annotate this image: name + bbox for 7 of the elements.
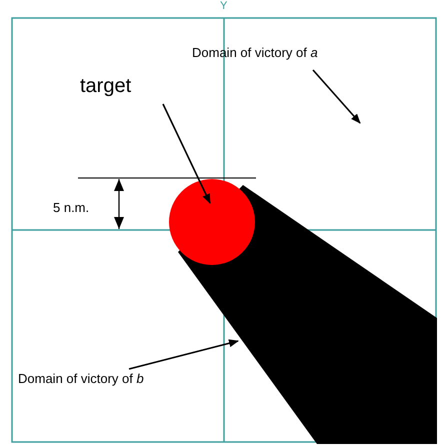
dimension-label: 5 n.m.: [53, 200, 90, 216]
leader-arrow: [128, 339, 239, 370]
target-label: target: [80, 74, 132, 99]
axis-label: Y: [220, 1, 228, 12]
leader-arrow: [312, 69, 361, 124]
region-label: Domain of victory of b: [18, 371, 144, 388]
leader-arrow: [162, 104, 211, 204]
